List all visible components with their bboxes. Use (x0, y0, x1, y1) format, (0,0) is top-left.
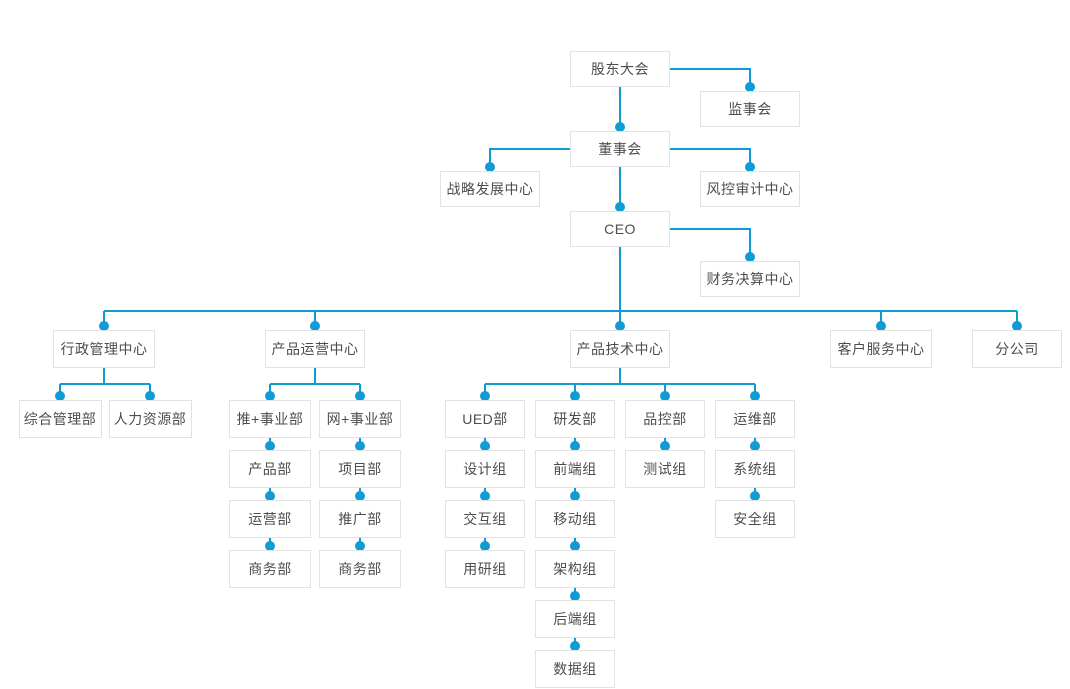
org-node-customer-service-center: 客户服务中心 (830, 330, 932, 368)
org-node-operation-dept: 运营部 (229, 500, 311, 538)
org-node-ued-dept: UED部 (445, 400, 525, 438)
org-node-data-group: 数据组 (535, 650, 615, 688)
org-node-strategy-development-center: 战略发展中心 (440, 171, 540, 207)
org-node-business-dept-2: 商务部 (319, 550, 401, 588)
org-node-frontend-group: 前端组 (535, 450, 615, 488)
org-node-rd-dept: 研发部 (535, 400, 615, 438)
org-node-ceo: CEO (570, 211, 670, 247)
connector-line (670, 68, 751, 91)
org-node-quality-control-dept: 品控部 (625, 400, 705, 438)
org-node-board-of-directors: 董事会 (570, 131, 670, 167)
org-node-project-dept: 项目部 (319, 450, 401, 488)
org-node-testing-group: 测试组 (625, 450, 705, 488)
org-node-promotion-dept: 推广部 (319, 500, 401, 538)
org-node-shareholders-meeting: 股东大会 (570, 51, 670, 87)
org-node-interaction-group: 交互组 (445, 500, 525, 538)
org-node-ops-maintenance-dept: 运维部 (715, 400, 795, 438)
connector-line (670, 228, 751, 261)
org-node-design-group: 设计组 (445, 450, 525, 488)
org-node-general-management-dept: 综合管理部 (18, 400, 102, 438)
org-node-product-dept: 产品部 (229, 450, 311, 488)
org-node-product-technology-center: 产品技术中心 (570, 330, 670, 368)
org-node-wang-business-dept: 网+事业部 (319, 400, 401, 438)
org-node-business-dept-1: 商务部 (229, 550, 311, 588)
org-node-user-research-group: 用研组 (445, 550, 525, 588)
org-node-supervisory-board: 监事会 (700, 91, 800, 127)
org-node-backend-group: 后端组 (535, 600, 615, 638)
org-node-mobile-group: 移动组 (535, 500, 615, 538)
org-node-tui-business-dept: 推+事业部 (229, 400, 311, 438)
org-node-product-operation-center: 产品运营中心 (265, 330, 365, 368)
org-node-system-group: 系统组 (715, 450, 795, 488)
org-node-admin-management-center: 行政管理中心 (53, 330, 155, 368)
org-node-risk-audit-center: 风控审计中心 (700, 171, 800, 207)
org-node-architecture-group: 架构组 (535, 550, 615, 588)
org-node-finance-settlement-center: 财务决算中心 (700, 261, 800, 297)
org-node-security-group: 安全组 (715, 500, 795, 538)
org-node-human-resources-dept: 人力资源部 (108, 400, 192, 438)
connector-line (670, 148, 751, 171)
connector-line (489, 148, 570, 171)
org-node-branch-company: 分公司 (972, 330, 1062, 368)
